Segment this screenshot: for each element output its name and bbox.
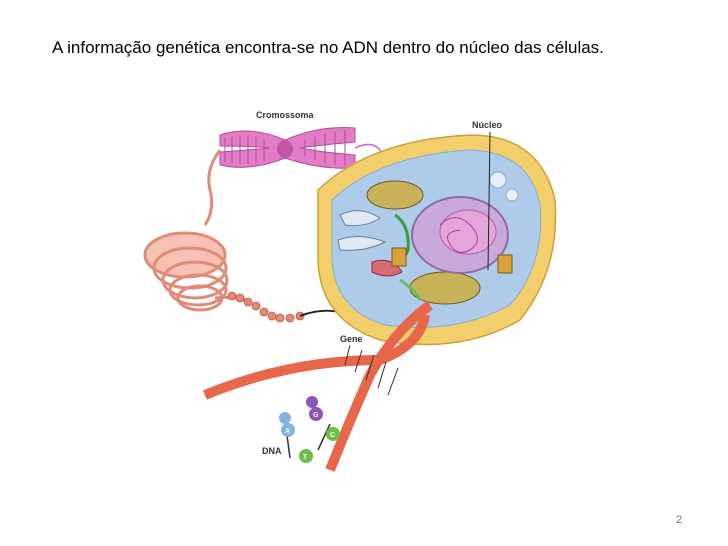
base-pairs: A G C T xyxy=(279,396,340,463)
svg-text:A: A xyxy=(285,428,290,435)
bead-string xyxy=(227,291,305,323)
label-chromosome: Cromossoma xyxy=(256,110,315,120)
label-gene: Gene xyxy=(340,334,363,344)
label-dna: DNA xyxy=(262,446,282,456)
base-C xyxy=(326,427,340,441)
base-A xyxy=(281,423,295,437)
nucleus-pointer xyxy=(487,131,491,271)
slide-title: A informação genética encontra-se no ADN… xyxy=(52,38,604,57)
base-G xyxy=(309,407,323,421)
dna-helix xyxy=(203,300,433,472)
cell xyxy=(317,134,557,346)
svg-text:G: G xyxy=(313,412,319,419)
chromatin-coil xyxy=(143,149,246,312)
base-T xyxy=(299,449,313,463)
page-number: 2 xyxy=(676,514,683,526)
label-nucleus: Núcleo xyxy=(472,120,503,130)
svg-text:T: T xyxy=(303,454,308,461)
svg-text:C: C xyxy=(330,432,335,439)
chromosome xyxy=(219,127,356,169)
